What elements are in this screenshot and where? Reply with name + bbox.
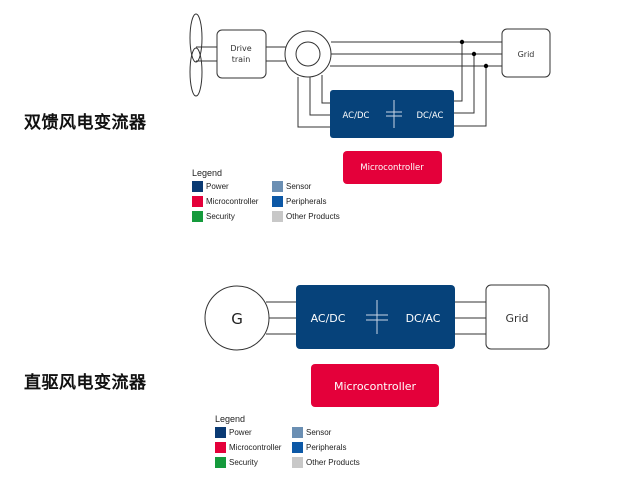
legend-swatch (192, 180, 203, 192)
direct-drive-diagram (204, 284, 550, 351)
legend-swatch (272, 180, 283, 192)
dfig-diagram (189, 13, 551, 128)
dc-ac-label-2: DC/AC (406, 312, 441, 325)
legend-item-security: Security (215, 456, 292, 468)
wind-turbine-icon (189, 13, 203, 97)
grid-label: Grid (518, 50, 535, 59)
dfig-converter-box (330, 90, 454, 138)
capacitor-icon (366, 300, 388, 334)
direct-drive-converter-box (296, 285, 455, 349)
legend-item-peripherals: Peripherals (292, 441, 382, 453)
legend-title: Legend (215, 414, 246, 424)
legend-swatch (215, 456, 226, 468)
legend-swatch (215, 426, 226, 438)
legend-item-microcontroller: Microcontroller (192, 195, 272, 207)
dfig-converter-title: 双馈风电变流器 (24, 113, 147, 133)
direct-drive-converter-title: 直驱风电变流器 (24, 373, 147, 393)
junction-dot (459, 39, 465, 45)
legend-label: Microcontroller (229, 442, 282, 452)
legend-label: Other Products (306, 457, 360, 467)
drive-train-label-line2: train (232, 55, 251, 64)
microcontroller-label: Microcontroller (360, 163, 424, 173)
legend-item-sensor: Sensor (272, 180, 362, 192)
grid-box-2 (485, 284, 550, 350)
legend-swatch (272, 195, 283, 207)
generator-inner-ring (295, 41, 321, 67)
legend-item-other-products: Other Products (272, 210, 362, 222)
generator-label: G (231, 310, 243, 328)
legend-swatch (292, 426, 303, 438)
ac-dc-label: AC/DC (343, 111, 370, 121)
grid-box (501, 28, 551, 78)
junction-dot (471, 51, 477, 57)
legend-swatch (272, 210, 283, 222)
junction-dot (483, 63, 489, 69)
legend-label: Sensor (306, 427, 332, 437)
legend-item-sensor: Sensor (292, 426, 382, 438)
legend-label: Peripherals (306, 442, 347, 452)
legend-swatch (192, 195, 203, 207)
legend-swatch (215, 441, 226, 453)
direct-drive-microcontroller-box (311, 364, 439, 407)
legend-item-power: Power (215, 426, 292, 438)
dfig-microcontroller-box (343, 151, 442, 184)
legend-label: Security (206, 211, 235, 221)
legend-item-power: Power (192, 180, 272, 192)
legend-label: Peripherals (286, 196, 327, 206)
legend-item-peripherals: Peripherals (272, 195, 362, 207)
drive-train-label-line1: Drive (230, 44, 251, 53)
dc-ac-label: DC/AC (417, 111, 444, 121)
ac-dc-label-2: AC/DC (311, 312, 346, 325)
legend-label: Power (206, 181, 229, 191)
legend-item-security: Security (192, 210, 272, 222)
legend-2: Legend Power Sensor Microcontroller Peri… (215, 414, 382, 468)
legend-swatch (292, 456, 303, 468)
legend-label: Other Products (286, 211, 340, 221)
legend-label: Security (229, 457, 258, 467)
legend-1: Legend Power Sensor Microcontroller Peri… (192, 168, 362, 222)
legend-title: Legend (192, 168, 223, 178)
microcontroller-label-2: Microcontroller (334, 380, 417, 393)
grid-label-2: Grid (505, 312, 528, 325)
legend-label: Power (229, 427, 252, 437)
legend-label: Microcontroller (206, 196, 259, 206)
legend-label: Sensor (286, 181, 312, 191)
drive-train-box (216, 29, 267, 79)
legend-swatch (192, 210, 203, 222)
capacitor-icon (386, 100, 402, 128)
legend-item-other-products: Other Products (292, 456, 382, 468)
legend-item-microcontroller: Microcontroller (215, 441, 292, 453)
legend-swatch (292, 441, 303, 453)
